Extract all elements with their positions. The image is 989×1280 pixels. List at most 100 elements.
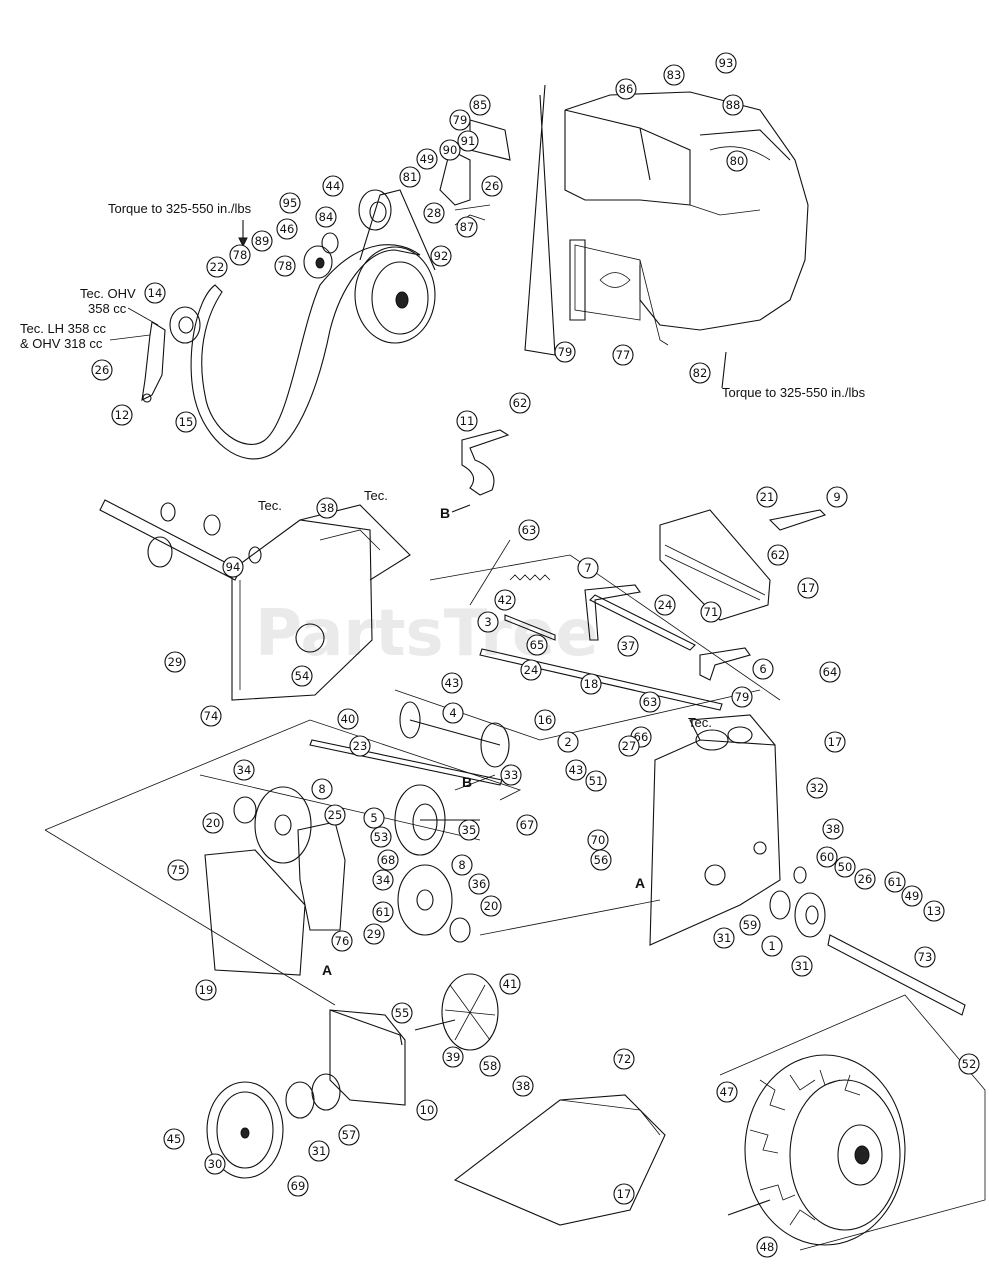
callout-circle bbox=[509, 392, 531, 414]
part-callout-22: 22 bbox=[206, 256, 228, 278]
leader bbox=[127, 307, 159, 326]
part-number: 78 bbox=[233, 248, 248, 262]
part-callout-79: 79 bbox=[731, 686, 753, 708]
part-number: 92 bbox=[434, 249, 449, 263]
callout-circle bbox=[739, 914, 761, 936]
callout-circle bbox=[451, 854, 473, 876]
leader bbox=[109, 334, 151, 341]
part-callout-26: 26 bbox=[854, 868, 876, 890]
part-callout-48: 48 bbox=[756, 1236, 778, 1258]
callout-circle bbox=[91, 359, 113, 381]
part-callout-40: 40 bbox=[337, 708, 359, 730]
part-callout-43: 43 bbox=[565, 759, 587, 781]
part-callout-13: 13 bbox=[923, 900, 945, 922]
idler-bracket bbox=[141, 306, 201, 403]
part-number: 58 bbox=[483, 1059, 498, 1073]
part-callout-31: 31 bbox=[308, 1140, 330, 1162]
callout-circle bbox=[663, 64, 685, 86]
part-number: 53 bbox=[374, 830, 389, 844]
part-number: 72 bbox=[617, 1052, 632, 1066]
callout-circle bbox=[416, 148, 438, 170]
part-number: 17 bbox=[801, 581, 816, 595]
callout-circle bbox=[731, 686, 753, 708]
part-callout-60: 60 bbox=[816, 846, 838, 868]
part-number: 22 bbox=[210, 260, 225, 274]
tec-note-3: Tec. bbox=[688, 715, 712, 730]
part-number: 26 bbox=[485, 179, 500, 193]
callout-circle bbox=[585, 770, 607, 792]
callout-circle bbox=[331, 930, 353, 952]
part-callout-83: 83 bbox=[663, 64, 685, 86]
part-number: 88 bbox=[726, 98, 741, 112]
part-number: 65 bbox=[530, 638, 545, 652]
part-callout-77: 77 bbox=[612, 344, 634, 366]
part-callout-62: 62 bbox=[509, 392, 531, 414]
callout-circle bbox=[477, 611, 499, 633]
part-callout-24: 24 bbox=[654, 594, 676, 616]
callout-circle bbox=[164, 651, 186, 673]
part-callout-26: 26 bbox=[91, 359, 113, 381]
part-callout-53: 53 bbox=[370, 826, 392, 848]
part-number: 76 bbox=[335, 934, 350, 948]
callout-circle bbox=[761, 935, 783, 957]
idler-pulley bbox=[303, 245, 333, 279]
part-number: 63 bbox=[643, 695, 658, 709]
callout-circle bbox=[534, 709, 556, 731]
part-callout-31: 31 bbox=[791, 955, 813, 977]
lever-6 bbox=[699, 647, 751, 681]
callout-circle bbox=[441, 672, 463, 694]
part-callout-16: 16 bbox=[534, 709, 556, 731]
part-callout-32: 32 bbox=[806, 777, 828, 799]
part-callout-79: 79 bbox=[449, 109, 471, 131]
torque-note-top: Torque to 325-550 in./lbs bbox=[108, 201, 252, 216]
part-number: 70 bbox=[591, 833, 606, 847]
callout-circle bbox=[512, 1075, 534, 1097]
part-number: 33 bbox=[504, 768, 519, 782]
part-number: 60 bbox=[820, 850, 835, 864]
part-number: 36 bbox=[472, 877, 487, 891]
callout-circle bbox=[526, 634, 548, 656]
part-number: 41 bbox=[503, 977, 518, 991]
callout-circle bbox=[618, 735, 640, 757]
part-number: 84 bbox=[319, 210, 334, 224]
ref-letter-b: B bbox=[440, 505, 450, 521]
callout-circle bbox=[834, 856, 856, 878]
part-number: 62 bbox=[771, 548, 786, 562]
callout-circle bbox=[797, 577, 819, 599]
part-number: 16 bbox=[538, 713, 553, 727]
part-number: 37 bbox=[621, 639, 636, 653]
part-callout-2: 2 bbox=[557, 731, 579, 753]
part-number: 14 bbox=[148, 286, 163, 300]
part-number: 5 bbox=[370, 811, 377, 825]
part-number: 93 bbox=[719, 56, 734, 70]
callout-circle bbox=[819, 661, 841, 683]
callout-circle bbox=[822, 818, 844, 840]
side-plate-75 bbox=[204, 849, 306, 976]
part-callout-3: 3 bbox=[477, 611, 499, 633]
callout-circle bbox=[520, 659, 542, 681]
part-number: 80 bbox=[730, 154, 745, 168]
part-callout-89: 89 bbox=[251, 230, 273, 252]
callout-circle bbox=[580, 673, 602, 695]
part-callout-80: 80 bbox=[726, 150, 748, 172]
callout-circle bbox=[590, 849, 612, 871]
part-number: 25 bbox=[328, 808, 343, 822]
callout-circle bbox=[826, 486, 848, 508]
part-callout-27: 27 bbox=[618, 735, 640, 757]
callout-circle bbox=[315, 206, 337, 228]
part-number: 18 bbox=[584, 677, 599, 691]
part-callout-73: 73 bbox=[914, 946, 936, 968]
part-number: 34 bbox=[376, 873, 391, 887]
callout-circle bbox=[372, 869, 394, 891]
callout-circle bbox=[456, 410, 478, 432]
callout-circle bbox=[442, 1046, 464, 1068]
callout-circle bbox=[565, 759, 587, 781]
part-callout-42: 42 bbox=[494, 589, 516, 611]
part-number: 8 bbox=[318, 782, 325, 796]
sprocket-34 bbox=[233, 786, 312, 864]
torque-arrow-right bbox=[721, 351, 727, 389]
callout-circle bbox=[377, 849, 399, 871]
lever-7 bbox=[584, 584, 641, 641]
part-number: 47 bbox=[720, 1085, 735, 1099]
